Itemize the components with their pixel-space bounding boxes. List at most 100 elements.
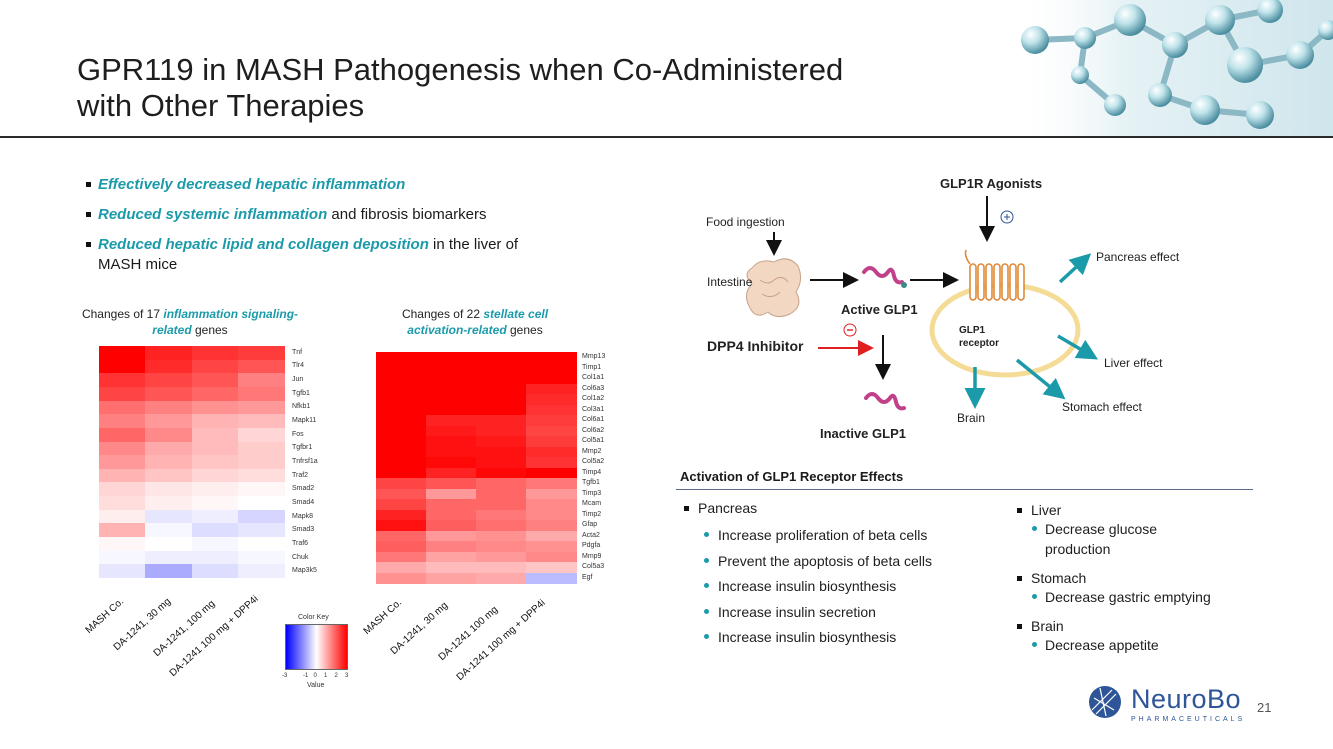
heatmap-cell xyxy=(237,523,285,538)
heatmap-cell xyxy=(426,530,477,542)
heatmap-cell xyxy=(376,530,427,542)
neurobo-logo-icon xyxy=(1089,686,1121,718)
pancreas-effect-item: Increase insulin biosynthesis xyxy=(718,578,897,594)
heatmap-cell xyxy=(376,446,427,458)
heatmap-cell xyxy=(426,488,477,500)
heatmap-cell xyxy=(145,441,192,456)
gene-label: Col6a2 xyxy=(582,426,605,434)
heatmap-cell xyxy=(426,520,477,531)
heatmap-cell xyxy=(237,482,285,497)
heatmap-cell xyxy=(99,509,146,524)
heatmap-cell xyxy=(526,509,577,521)
heatmap-cell xyxy=(526,488,577,500)
heatmap-cell xyxy=(476,446,527,458)
heatmap-cell xyxy=(426,404,477,416)
heatmap-cell xyxy=(145,386,192,402)
molecule-illustration xyxy=(1010,0,1333,136)
heatmap-cell xyxy=(526,541,577,552)
liver-effect-arrow xyxy=(1057,334,1099,360)
heatmap-cell xyxy=(237,509,285,524)
gene-label: Tgfbr1 xyxy=(292,444,313,452)
heatmap-cell xyxy=(376,457,427,468)
gene-label: Gfap xyxy=(582,521,598,529)
heatmap2-title: Changes of 22 stellate cell activation-r… xyxy=(380,306,570,338)
pancreas-effect-item: Prevent the apoptosis of beta cells xyxy=(718,553,933,569)
logo-name: NeuroBo xyxy=(1131,684,1242,714)
heatmap-cell xyxy=(376,499,427,510)
gene-label: Mapk8 xyxy=(292,512,314,520)
heatmap-cell xyxy=(191,346,239,361)
color-key-bar xyxy=(285,624,348,670)
intestine-label: Intestine xyxy=(707,275,753,289)
gene-label: Col1a1 xyxy=(582,374,605,382)
heatmap-cell xyxy=(476,478,527,489)
heatmap-cell xyxy=(191,550,239,565)
heatmap-cell xyxy=(145,373,192,388)
heatmap-cell xyxy=(145,427,192,443)
heatmap-cell xyxy=(426,499,477,510)
heatmap-cell xyxy=(526,551,577,563)
heatmap-cell xyxy=(376,352,427,363)
heatmap-cell xyxy=(376,551,427,563)
heatmap-cell xyxy=(99,537,146,552)
heatmap-cell xyxy=(145,414,192,429)
heatmap-cell xyxy=(376,373,427,384)
gene-label: Tlr4 xyxy=(292,362,305,370)
heatmap-cell xyxy=(426,478,477,489)
heatmap-cell xyxy=(376,562,427,573)
stomach-heading: Stomach xyxy=(1031,570,1087,586)
heatmap-cell xyxy=(376,509,427,521)
pancreas-effect-item: Increase proliferation of beta cells xyxy=(718,527,928,543)
heatmap-cell xyxy=(376,394,427,405)
heatmap-cell xyxy=(526,478,577,489)
color-key-tick: -1 xyxy=(302,673,309,679)
heatmap-cell xyxy=(191,482,239,497)
brain-heading: Brain xyxy=(1031,618,1064,634)
heatmap-cell xyxy=(526,457,577,468)
heatmap-cell xyxy=(191,496,239,511)
heatmap1 xyxy=(99,346,285,579)
heatmap-cell xyxy=(526,572,577,584)
gene-label: Tgfb1 xyxy=(582,479,600,487)
bullet-square xyxy=(684,506,689,511)
gene-label: Jun xyxy=(292,376,304,384)
heatmap1-title: Changes of 17 inflammation signaling-rel… xyxy=(70,306,310,338)
heatmap-cell xyxy=(99,359,146,374)
heatmap-cell xyxy=(476,520,527,531)
heatmap-cell xyxy=(376,436,427,447)
bullet-dot xyxy=(704,634,709,639)
gene-label: Nfkb1 xyxy=(292,403,311,411)
glp1-pathway-diagram xyxy=(746,196,1099,411)
brain-effect-label: Brain xyxy=(957,411,986,425)
finding-item: Reduced hepatic lipid and collagen depos… xyxy=(86,235,546,275)
heatmap-cell xyxy=(99,441,146,456)
color-key-tick: 3 xyxy=(345,673,349,679)
heatmap-cell xyxy=(237,496,285,511)
heatmap-cell xyxy=(145,359,192,374)
heatmap-cell xyxy=(526,562,577,573)
gene-label: Col5a2 xyxy=(582,458,605,466)
bullet-square xyxy=(1017,624,1022,629)
page-number: 21 xyxy=(1257,700,1272,715)
heatmap-cell xyxy=(426,436,477,447)
heatmap-cell xyxy=(526,467,577,479)
gene-label: Timp3 xyxy=(582,489,602,497)
color-key-title: Color Key xyxy=(298,614,329,621)
liver-effect-item: production xyxy=(1045,541,1111,557)
heatmap-cell xyxy=(476,415,527,426)
heatmap-cell xyxy=(99,482,146,497)
gene-label: Mcam xyxy=(582,500,602,508)
pancreas-effect-label: Pancreas effect xyxy=(1096,250,1180,264)
heatmap-cell xyxy=(191,455,239,470)
heatmap-cell xyxy=(526,436,577,447)
heatmap-cell xyxy=(526,404,577,416)
liver-heading: Liver xyxy=(1031,502,1062,518)
heatmap-cell xyxy=(376,572,427,584)
heatmap-cell xyxy=(145,537,192,552)
receptor-icon xyxy=(964,249,1025,301)
glp1r-agonists-label: GLP1R Agonists xyxy=(940,176,1043,191)
gene-label: Col5a3 xyxy=(582,563,605,571)
heatmap-cell xyxy=(237,468,285,483)
heatmap-cell xyxy=(237,346,285,361)
heatmap-cell xyxy=(99,373,146,388)
